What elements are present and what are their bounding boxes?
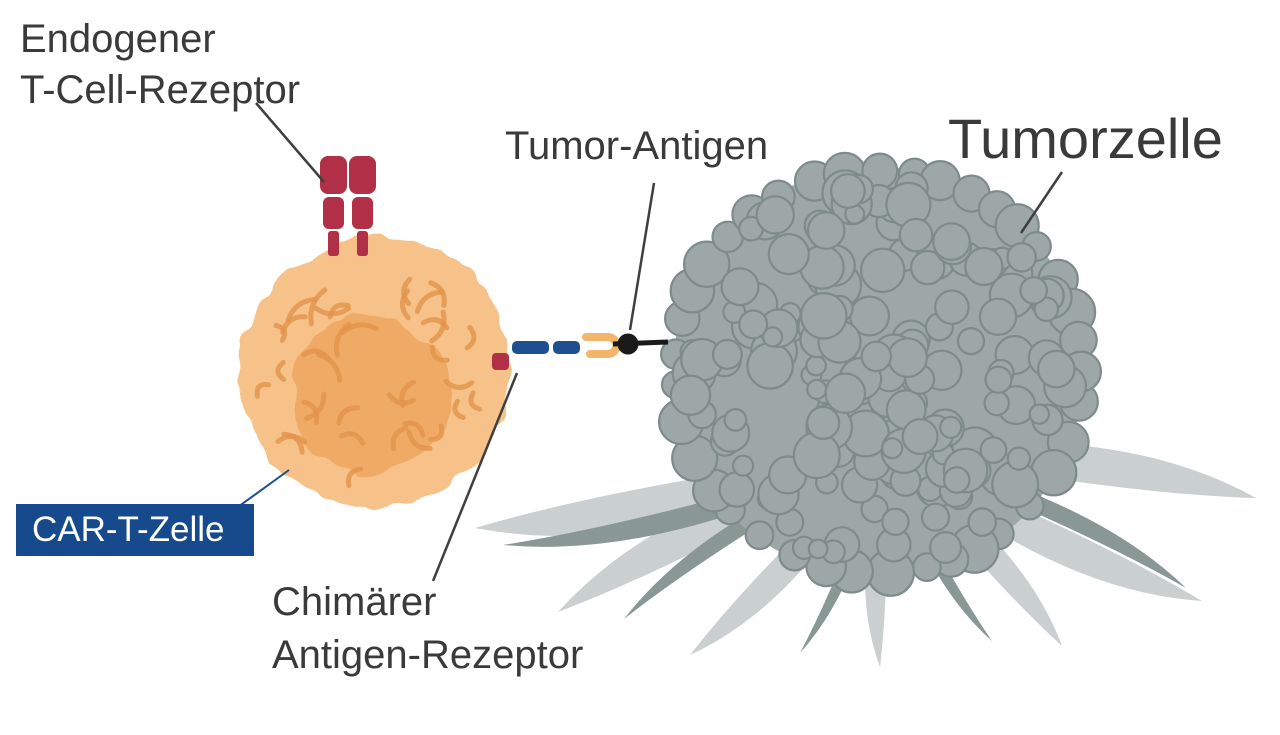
label-tumor-antigen: Tumor-Antigen xyxy=(505,124,769,168)
endogenous-tcr-graphic xyxy=(320,156,376,256)
callout-lines xyxy=(230,102,1064,582)
label-endogenous-tcr-line1: Endogener xyxy=(20,17,216,61)
label-car-receptor: Chimärer Antigen-Rezeptor xyxy=(272,576,583,682)
callout-car-receptor xyxy=(431,372,519,582)
label-car-receptor-line1: Chimärer xyxy=(272,580,437,624)
callout-tumor-antigen xyxy=(628,182,656,331)
tumor-antigen-graphic xyxy=(612,333,669,355)
label-car-t-cell-box: CAR-T-Zelle xyxy=(16,504,254,556)
tumor-cell-graphic xyxy=(657,151,1102,597)
callout-tumor-cell xyxy=(1019,171,1064,234)
tumor-cell-inner-bumps xyxy=(669,169,1088,565)
car-t-cell-texture xyxy=(254,276,483,489)
label-car-t-cell: CAR-T-Zelle xyxy=(32,510,225,549)
label-endogenous-tcr-line2: T-Cell-Rezeptor xyxy=(20,68,301,112)
car-receptor-graphic xyxy=(492,333,621,370)
label-endogenous-tcr: Endogener T-Cell-Rezeptor xyxy=(20,14,300,116)
label-car-receptor-line2: Antigen-Rezeptor xyxy=(272,633,584,677)
label-tumor-cell: Tumorzelle xyxy=(948,107,1223,170)
callout-endogenous-tcr xyxy=(255,102,325,183)
